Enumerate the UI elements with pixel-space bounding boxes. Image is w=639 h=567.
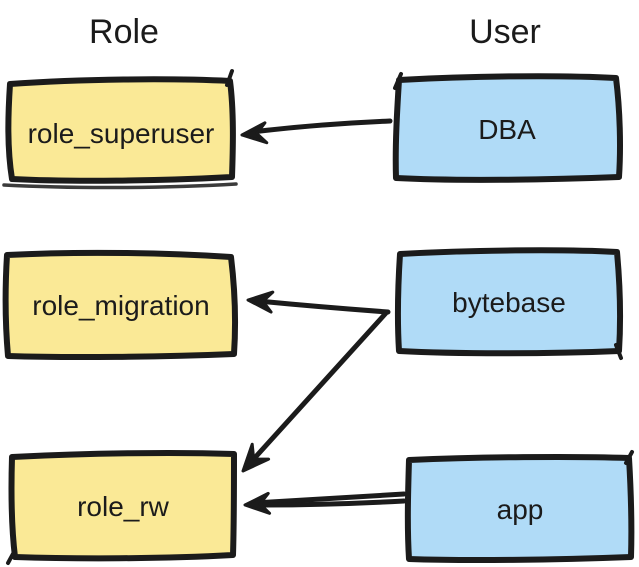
sketch-corner-tick — [6, 550, 16, 565]
edge-bytebase-to-role-migration — [246, 290, 391, 315]
arrowhead-icon — [243, 491, 272, 515]
sketch-corner-tick — [225, 69, 234, 87]
bytebase-label: bytebase — [452, 287, 566, 318]
user-node-app: app — [404, 450, 635, 564]
arrowhead-icon — [246, 290, 275, 314]
column-header-user: User — [469, 13, 541, 51]
edge-line — [248, 310, 389, 465]
role-rw-box — [8, 450, 237, 562]
column-header-role: Role — [89, 13, 159, 51]
app-label: app — [497, 494, 544, 525]
edge-line — [249, 118, 393, 135]
edge-line — [251, 491, 407, 506]
role-superuser-label: role_superuser — [28, 118, 215, 149]
user-node-bytebase: bytebase — [394, 247, 624, 360]
role-node-superuser: role_superuser — [2, 69, 238, 190]
sketch-corner-tick — [614, 343, 623, 360]
edge-app-to-role-rw — [243, 491, 407, 515]
role-superuser-box — [5, 76, 236, 184]
dba-box — [392, 73, 623, 183]
sketch-corner-tick — [624, 450, 634, 465]
sketch-understroke — [2, 182, 238, 190]
role-node-rw: role_rw — [6, 450, 237, 565]
arrowhead-icon — [240, 121, 269, 145]
role-node-migration: role_migration — [2, 249, 238, 361]
edge-line — [255, 298, 391, 315]
edge-line-overdraw — [261, 498, 407, 508]
role-rw-label: role_rw — [77, 491, 170, 522]
app-box — [404, 453, 635, 564]
edge-bytebase-to-role-rw — [241, 310, 389, 473]
dba-label: DBA — [478, 114, 536, 145]
user-node-dba: DBA — [392, 72, 623, 183]
edge-dba-to-role-superuser — [240, 118, 393, 145]
arrowhead-icon — [241, 442, 271, 473]
role-migration-box — [2, 249, 238, 361]
sketch-corner-tick — [393, 72, 403, 90]
role-migration-label: role_migration — [32, 290, 209, 321]
